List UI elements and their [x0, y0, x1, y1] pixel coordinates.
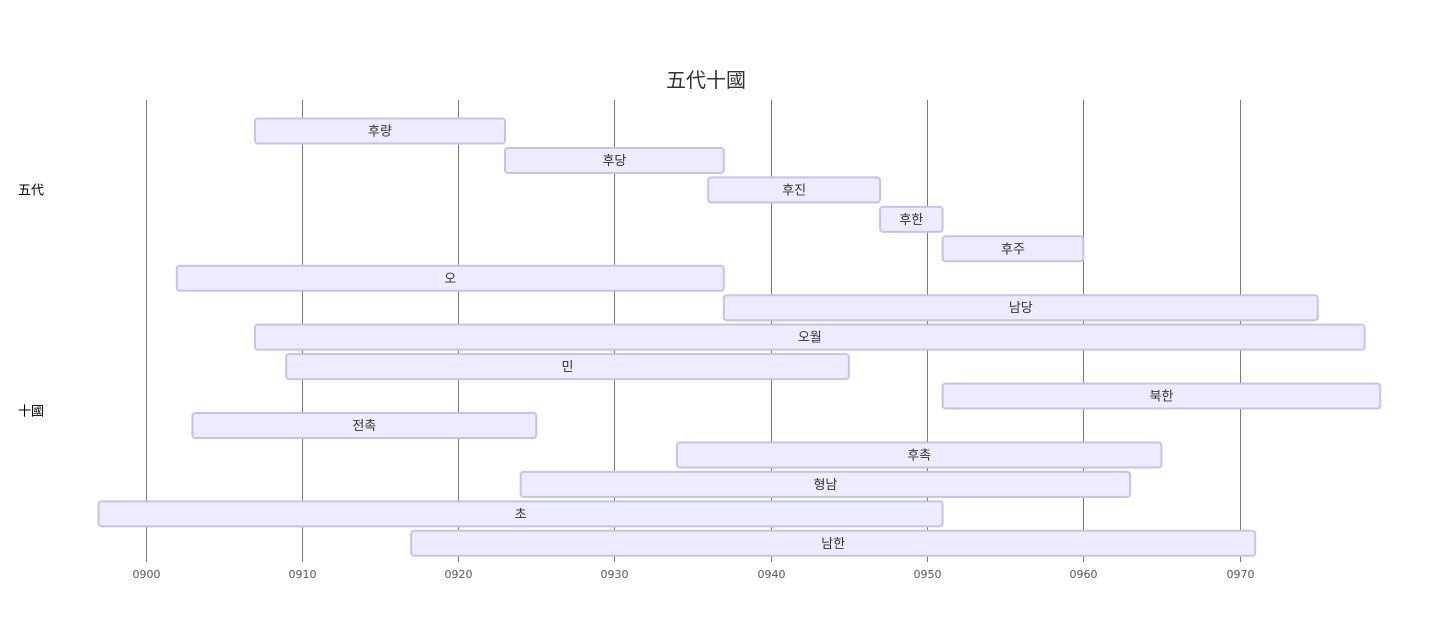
task-bar [941, 235, 1085, 263]
x-tick-label: 0920 [445, 568, 473, 581]
task-label: 후진 [782, 183, 806, 198]
task-bar [722, 294, 1319, 322]
task-bar [503, 146, 725, 174]
task-label: 북한 [1149, 390, 1173, 405]
task-bar [941, 382, 1382, 410]
x-tick-label: 0940 [758, 568, 786, 581]
task-bar [519, 470, 1132, 498]
task-label: 후주 [1001, 242, 1025, 257]
task-label: 전촉 [352, 419, 376, 434]
task-bar [191, 412, 538, 439]
task-bar [879, 205, 944, 233]
x-axis-ticks: 0900 0910 0920 0930 0940 0950 0960 0970 [133, 568, 1255, 581]
task-label: 후당 [602, 154, 626, 169]
task-bar [253, 323, 1366, 351]
task-label: 오 [444, 272, 456, 287]
task-bar [253, 117, 506, 145]
x-tick-label: 0900 [133, 568, 161, 581]
x-tick-label: 0950 [914, 568, 942, 581]
section-labels: 五代十國 [18, 183, 44, 419]
section-label: 五代 [18, 183, 44, 198]
task-bar [707, 176, 882, 204]
task-label: 후량 [368, 125, 392, 140]
task-bar [410, 529, 1257, 557]
task-bar [285, 353, 850, 381]
task-label: 형남 [813, 478, 837, 493]
x-tick-label: 0910 [289, 568, 317, 581]
task-label: 후한 [899, 213, 923, 228]
chart-title: 五代十國 [666, 68, 746, 92]
task-label: 남한 [821, 537, 845, 552]
task-label: 남당 [1009, 301, 1033, 316]
task-label: 후촉 [907, 448, 931, 463]
x-tick-label: 0930 [601, 568, 629, 581]
task-bar [175, 264, 725, 292]
task-label: 민 [562, 360, 574, 375]
task-bar [97, 500, 944, 528]
x-tick-label: 0970 [1227, 568, 1255, 581]
task-bar [675, 441, 1163, 469]
x-tick-label: 0960 [1070, 568, 1098, 581]
task-label: 초 [515, 507, 527, 522]
section-label: 十國 [18, 404, 44, 419]
task-label: 오월 [798, 331, 822, 346]
